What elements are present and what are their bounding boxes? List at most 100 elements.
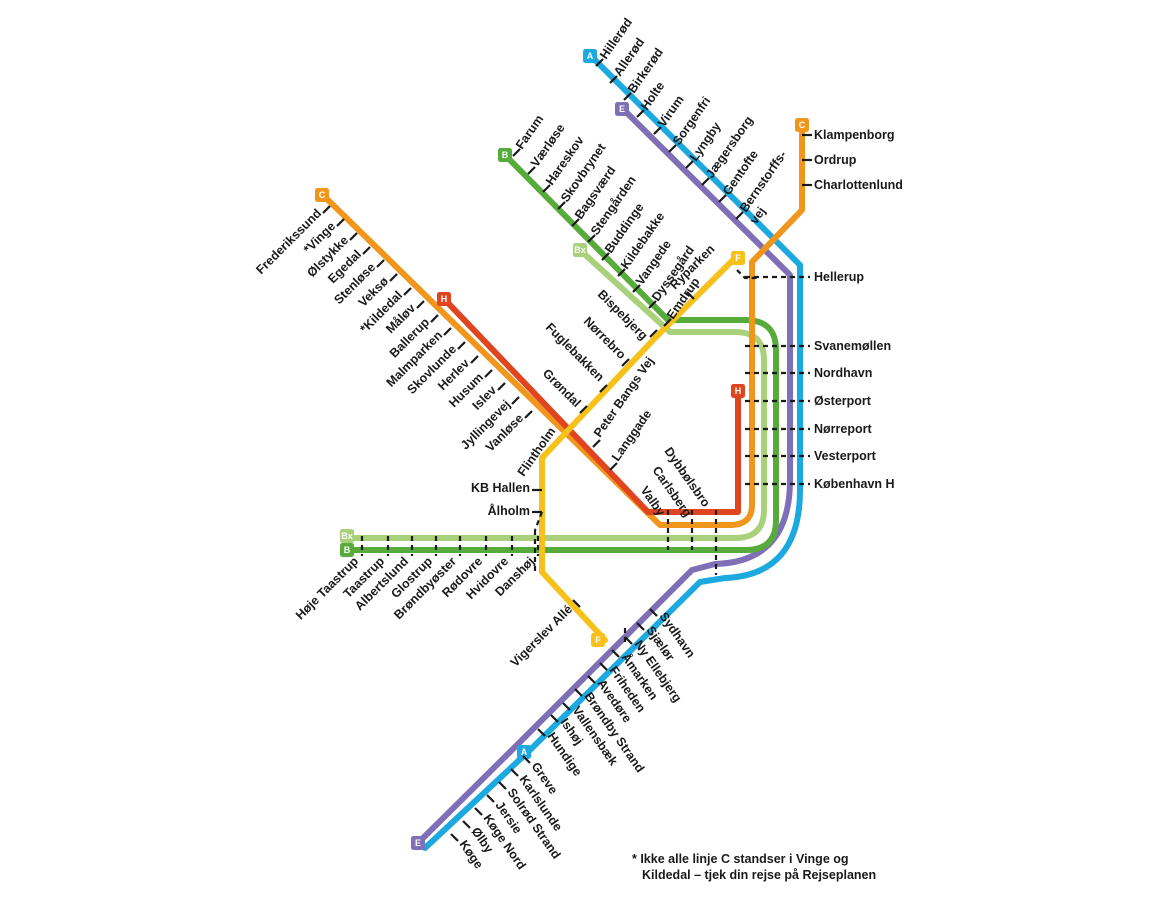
- station-tick-ryparken: [686, 291, 695, 300]
- station-label-central: København H: [814, 477, 895, 491]
- station-tick-norrebro: [621, 358, 630, 367]
- badge-e-south: E: [411, 836, 425, 850]
- station-tick-b-north: [557, 201, 566, 210]
- svg-text:F: F: [735, 253, 741, 263]
- badge-f-south: F: [591, 633, 605, 647]
- station-tick-grondal: [579, 405, 588, 414]
- badge-bx-west: Bx: [340, 529, 354, 543]
- station-tick-vigerslev-alle: [572, 599, 581, 608]
- station-tick-a-south: [550, 714, 559, 723]
- svg-text:E: E: [415, 838, 421, 848]
- station-tick-a-north: [623, 92, 632, 101]
- station-tick-c-west: [403, 287, 412, 296]
- station-tick-b-north: [542, 184, 551, 193]
- station-tick-c-west: [443, 327, 452, 336]
- station-tick-a-south: [537, 728, 546, 737]
- svg-text:A: A: [521, 747, 528, 757]
- station-tick-a-south: [498, 781, 507, 790]
- svg-text:C: C: [799, 120, 806, 130]
- badge-a-south: A: [517, 745, 531, 759]
- transfer-connector: [736, 269, 760, 280]
- badge-f-north: F: [731, 251, 745, 265]
- badge-h-central: H: [731, 384, 745, 398]
- station-tick-a-south: [649, 608, 658, 617]
- station-tick-a-south: [611, 649, 620, 658]
- footnote-line-2: Kildedal – tjek din rejse på Rejseplanen: [642, 868, 877, 882]
- station-tick-b-north: [663, 318, 672, 327]
- svg-text:H: H: [735, 386, 742, 396]
- station-tick-c-west: [430, 314, 439, 323]
- station-tick-c-west: [349, 232, 358, 241]
- station-label-central: Østerport: [814, 394, 872, 408]
- station-label-c-north: Klampenborg: [814, 128, 895, 142]
- station-tick-a-south: [574, 688, 583, 697]
- svg-text:B: B: [502, 150, 509, 160]
- svg-text:H: H: [441, 294, 448, 304]
- footnote: * Ikke alle linje C standser i Vinge og …: [632, 851, 876, 883]
- station-label-c-north: Charlottenlund: [814, 178, 903, 192]
- svg-text:C: C: [319, 190, 326, 200]
- badge-c-west: C: [315, 188, 329, 202]
- svg-text:A: A: [587, 51, 594, 61]
- station-label-kb-hallen: KB Hallen: [471, 481, 530, 495]
- svg-text:Bx: Bx: [574, 245, 586, 255]
- station-tick-c-west: [376, 259, 385, 268]
- station-tick-b-north: [571, 218, 580, 227]
- station-label-central: Hellerup: [814, 270, 864, 284]
- station-tick-langgade: [609, 462, 618, 471]
- station-tick-b-north: [617, 268, 626, 277]
- station-label-vigerslev-alle: Vigerslev Allé: [508, 602, 575, 669]
- line-f: [539, 255, 738, 643]
- station-tick-b-north: [648, 300, 657, 309]
- station-tick-a-south: [624, 636, 633, 645]
- station-tick-b-north: [587, 234, 596, 243]
- badge-bx-north: Bx: [573, 243, 587, 257]
- station-tick-b-north: [632, 284, 641, 293]
- station-tick-c-west: [457, 341, 466, 350]
- station-tick-c-west: [416, 300, 425, 309]
- station-tick-a-north: [636, 109, 645, 118]
- station-tick-a-south: [474, 807, 483, 816]
- station-label-central: Svanemøllen: [814, 339, 891, 353]
- station-tick-c-west: [470, 355, 479, 364]
- badge-e-north: E: [615, 102, 629, 116]
- station-tick-a-south: [450, 833, 459, 842]
- station-tick-a-north: [685, 160, 694, 169]
- station-tick-a-south: [462, 820, 471, 829]
- station-tick-c-west: [362, 246, 371, 255]
- station-tick-a-north: [735, 211, 744, 220]
- station-tick-b-north: [512, 148, 521, 157]
- station-tick-a-north: [653, 126, 662, 135]
- line-bx: [347, 247, 767, 541]
- badge-h-west: H: [437, 292, 451, 306]
- station-label-central: Nordhavn: [814, 366, 872, 380]
- station-tick-a-south: [636, 622, 645, 631]
- station-label-central: Nørreport: [814, 422, 872, 436]
- station-tick-a-south: [562, 702, 571, 711]
- station-tick-c-west: [511, 396, 520, 405]
- station-tick-a-south: [522, 755, 531, 764]
- badge-b-west: B: [340, 543, 354, 557]
- station-tick-a-north: [701, 177, 710, 186]
- footnote-line-1: * Ikke alle linje C standser i Vinge og: [632, 852, 849, 866]
- station-tick-a-north: [668, 144, 677, 153]
- station-label-c-north: Ordrup: [814, 153, 857, 167]
- station-tick-a-north: [609, 75, 618, 84]
- badge-b-north: B: [498, 148, 512, 162]
- line-a: [422, 52, 803, 851]
- svg-text:F: F: [595, 635, 601, 645]
- station-tick-c-west: [336, 218, 345, 227]
- station-tick-c-west: [524, 410, 533, 419]
- station-tick-a-north: [595, 58, 604, 67]
- svg-text:B: B: [344, 545, 351, 555]
- svg-text:E: E: [619, 104, 625, 114]
- svg-text:Bx: Bx: [341, 531, 353, 541]
- station-tick-c-west: [497, 382, 506, 391]
- station-label-central: Vesterport: [814, 449, 877, 463]
- station-tick-b-north: [527, 166, 536, 175]
- station-tick-bispebjerg: [649, 329, 658, 338]
- station-tick-c-west: [322, 205, 331, 214]
- station-tick-a-south: [599, 662, 608, 671]
